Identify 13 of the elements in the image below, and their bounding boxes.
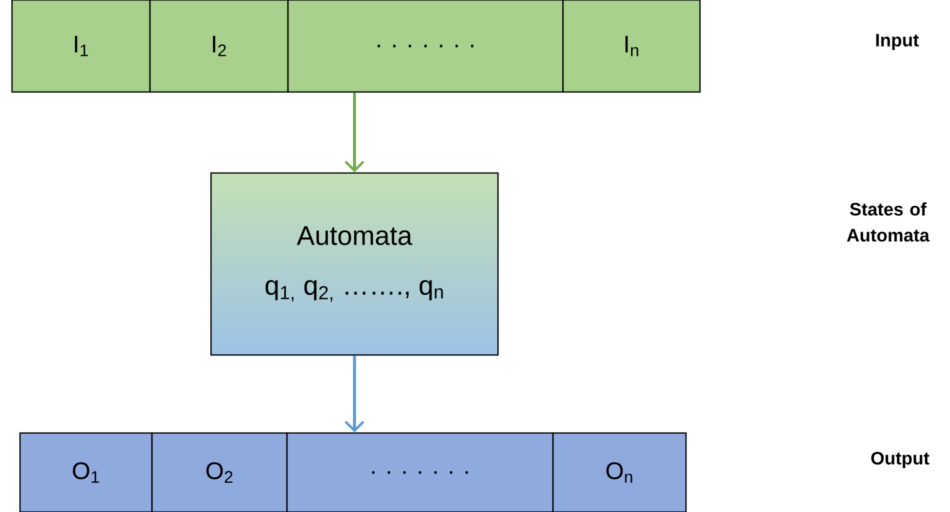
side-label: Input: [876, 34, 919, 50]
tape-cell: O$_{2}$: [151, 432, 288, 512]
tape-cell: I$_{1}$: [11, 0, 151, 93]
side-label: States of Automata: [846, 202, 930, 242]
tape-cell: I$_{2}$: [149, 0, 289, 93]
automaton-box: Automata q$_{1,}$ q$_{2,}$ ……., q$_{n}$: [210, 172, 499, 356]
arrow: [344, 92, 364, 172]
tape-cell: O$_{1}$: [19, 432, 153, 512]
arrow: [344, 356, 364, 432]
tape-cell: I$_{n}$: [562, 0, 701, 93]
tape-cell: . . . . . . .: [287, 0, 564, 93]
tape-cell: O$_{n}$: [552, 432, 687, 512]
side-label: Output: [871, 452, 930, 468]
